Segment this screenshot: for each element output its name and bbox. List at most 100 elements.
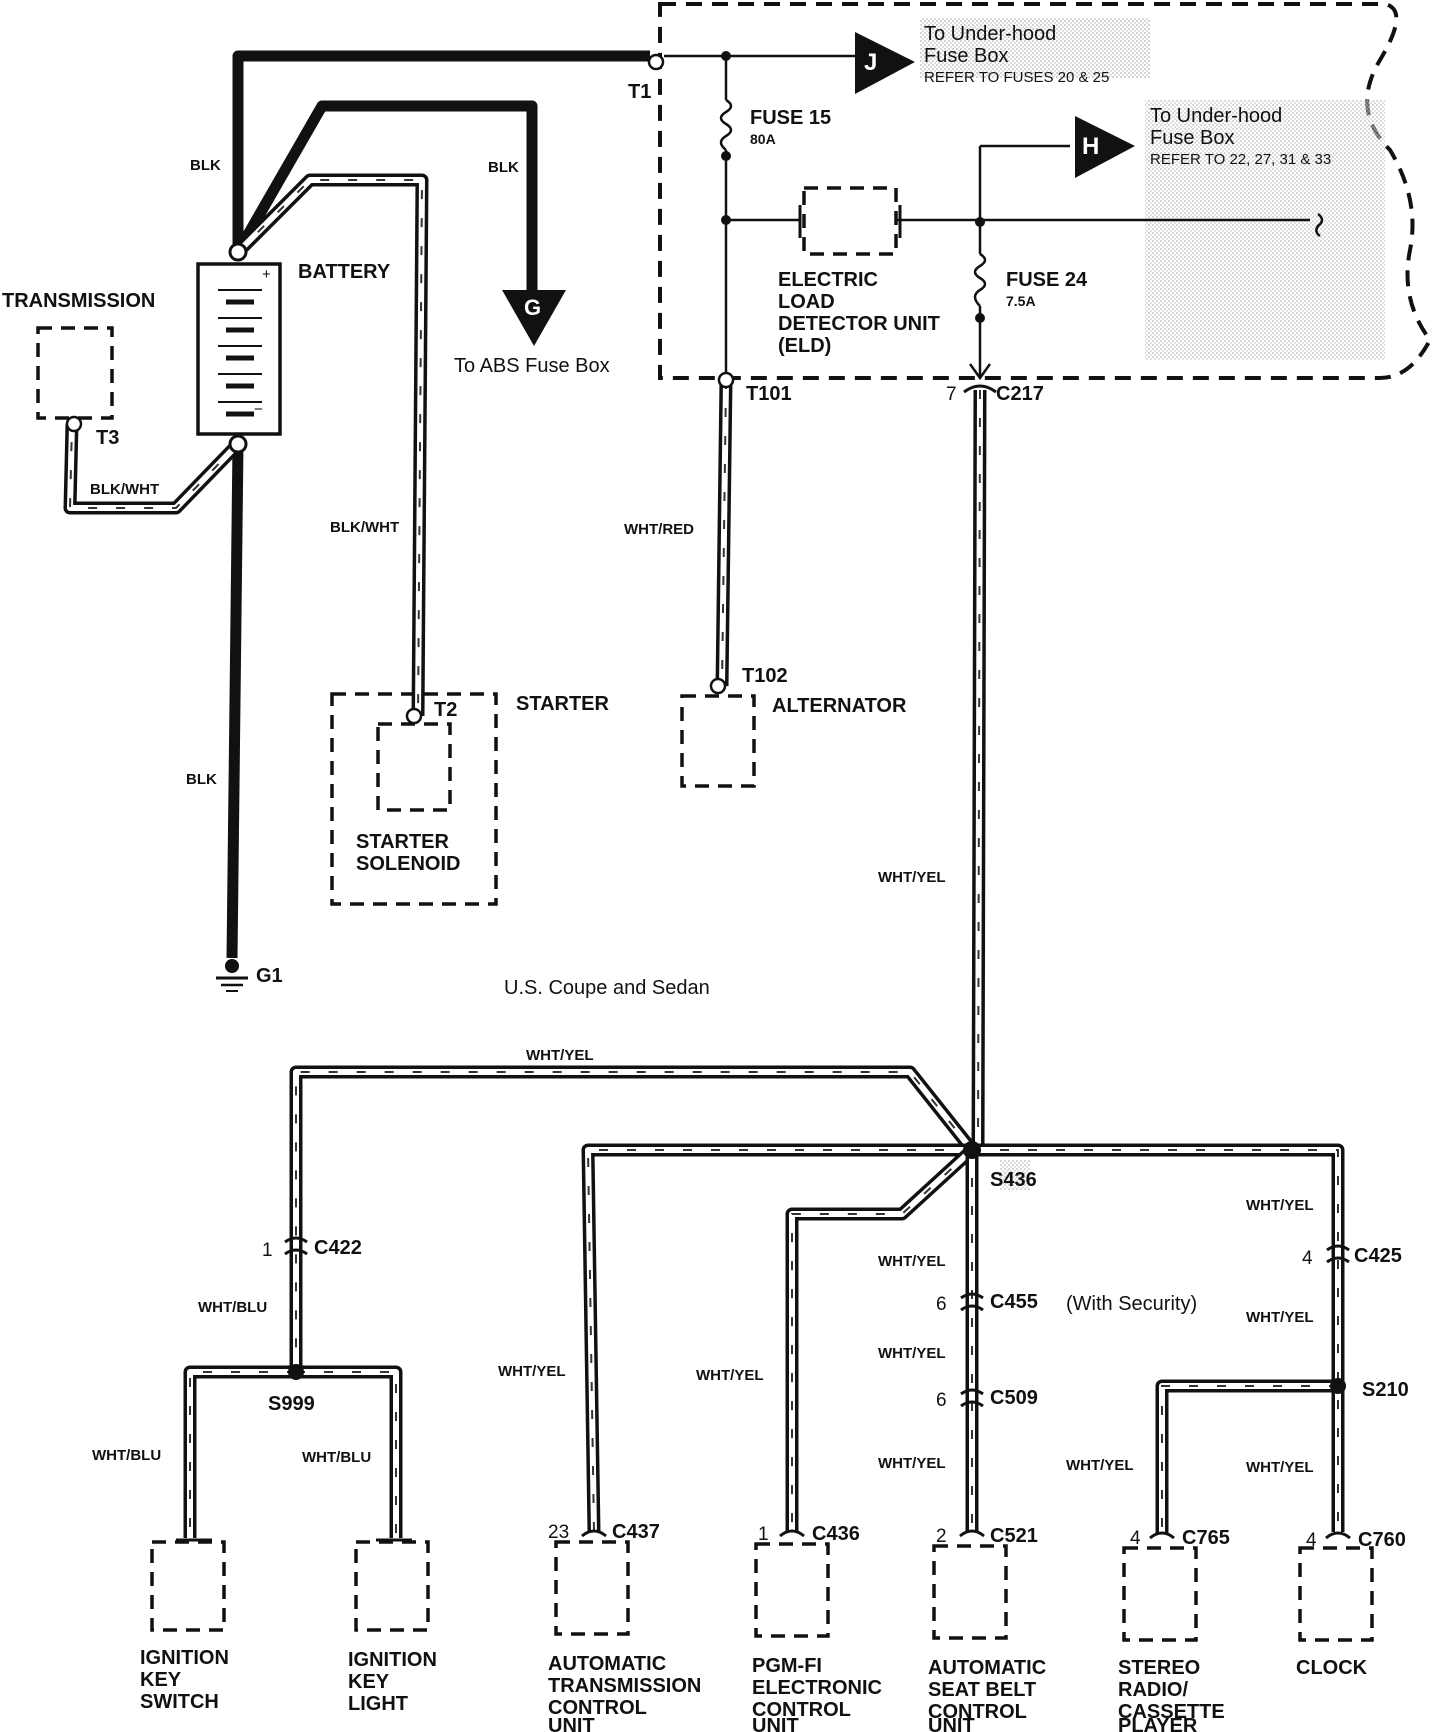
c760-label: C760 (1358, 1529, 1406, 1551)
pgmfi-label-1: PGM-FI (752, 1655, 822, 1677)
clock-label: CLOCK (1296, 1657, 1368, 1679)
t101-label: T101 (746, 383, 792, 405)
blk-wires (226, 50, 650, 959)
eld-label-2: LOAD (778, 291, 835, 313)
seatbelt-box (932, 1544, 1008, 1640)
transmission-box (36, 326, 114, 420)
ref-j-line3: REFER TO FUSES 20 & 25 (924, 69, 1109, 86)
striped-wire (289, 1065, 978, 1372)
battery-positive-terminal (228, 242, 248, 262)
ref-h-line2: Fuse Box (1150, 127, 1234, 149)
striped-wire (721, 379, 727, 687)
ref-j-line1: To Under-hood (924, 23, 1056, 45)
wire-label: BLK (488, 159, 519, 176)
striped-wire (189, 1371, 296, 1538)
atcu-label-2: TRANSMISSION (548, 1675, 701, 1697)
striped-wire (295, 1071, 973, 1372)
striped-wire (237, 179, 424, 717)
wire-label: WHT/YEL (878, 1345, 946, 1362)
fuse15-symbol (719, 98, 733, 151)
c437-label: C437 (612, 1521, 660, 1543)
inline-connectors (284, 1236, 1350, 1408)
eld-box (802, 186, 898, 256)
t1-label: T1 (628, 81, 651, 103)
s999-label: S999 (268, 1393, 315, 1415)
striped-wire (785, 1145, 977, 1532)
wire-label: BLK/WHT (330, 519, 399, 536)
eld-label-1: ELECTRIC (778, 269, 878, 291)
t101-terminal (717, 371, 735, 389)
c455-pin: 6 (936, 1294, 947, 1315)
junction-dot (721, 51, 731, 61)
atcu-label-1: AUTOMATIC (548, 1653, 666, 1675)
pgmfi-box (754, 1542, 830, 1638)
t3-terminal (65, 415, 83, 433)
c425-label: C425 (1354, 1245, 1402, 1267)
alternator-box (680, 694, 756, 788)
striped-wire (296, 1371, 397, 1538)
c436-pin: 1 (758, 1524, 769, 1545)
ignition-key-light-label-3: LIGHT (348, 1693, 408, 1715)
pgmfi-label-2: ELECTRONIC (752, 1677, 882, 1699)
stereo-box (1122, 1546, 1198, 1642)
c437-pin: 23 (548, 1522, 569, 1543)
striped-wire (972, 1149, 1339, 1532)
wire-label: WHT/YEL (878, 1455, 946, 1472)
svg-text:−: − (254, 401, 263, 418)
starter-solenoid-label-1: STARTER (356, 831, 450, 853)
fuse15-rating: 80A (750, 131, 776, 147)
ignition-key-switch-label-1: IGNITION (140, 1647, 229, 1669)
wire-label: WHT/YEL (1066, 1457, 1134, 1474)
s436-splice (963, 1141, 981, 1159)
striped-wire (789, 1147, 975, 1532)
ref-h-shading (1145, 100, 1385, 360)
g1-label: G1 (256, 965, 283, 987)
starter-solenoid-label-2: SOLENOID (356, 853, 460, 875)
ref-g-letter: G (524, 295, 541, 320)
striped-wire (791, 1149, 973, 1532)
ref-h-letter: H (1082, 133, 1099, 160)
seatbelt-label-3: CONTROL (928, 1701, 1027, 1723)
ignition-key-switch-label-3: SWITCH (140, 1691, 219, 1713)
c217-label: C217 (996, 383, 1044, 405)
wire-label: WHT/BLU (92, 1447, 161, 1464)
seatbelt-label-1: AUTOMATIC (928, 1657, 1046, 1679)
pgmfi-label-4: UNIT (752, 1715, 799, 1732)
seatbelt-label-2: SEAT BELT (928, 1679, 1036, 1701)
t2-label: T2 (434, 699, 457, 721)
wire-label: WHT/RED (624, 521, 694, 538)
wire-label: WHT/YEL (878, 1253, 946, 1270)
unit-connectors (176, 1529, 1351, 1542)
ref-g-arrow: G (502, 290, 566, 346)
s210-splice (1330, 1378, 1346, 1394)
wire-label: WHT/YEL (1246, 1197, 1314, 1214)
t2-terminal (405, 707, 423, 725)
fuse15-label: FUSE 15 (750, 107, 831, 129)
stereo-label-1: STEREO (1118, 1657, 1200, 1679)
c217-connector (963, 384, 997, 394)
striped-wire (293, 1069, 975, 1372)
ignition-key-switch-box (150, 1540, 226, 1632)
ignition-key-light-label-1: IGNITION (348, 1649, 437, 1671)
stereo-label-4: PLAYER (1118, 1715, 1198, 1732)
ref-h-arrow: H (1075, 116, 1135, 178)
alternator-label: ALTERNATOR (772, 695, 907, 717)
t102-label: T102 (742, 665, 788, 687)
s999-splice (288, 1364, 304, 1380)
starter-solenoid-box (376, 722, 452, 812)
striped-wire (1161, 1385, 1338, 1534)
c217-pin: 7 (946, 384, 957, 405)
c422-pin: 1 (262, 1240, 273, 1261)
c765-label: C765 (1182, 1527, 1230, 1549)
wire-label: WHT/YEL (498, 1363, 566, 1380)
eld-label-4: (ELD) (778, 335, 831, 357)
junction-dot (975, 217, 985, 227)
ref-h-line3: REFER TO 22, 27, 31 & 33 (1150, 151, 1331, 168)
eld-label-3: DETECTOR UNIT (778, 313, 940, 335)
ignition-key-light-box (354, 1540, 430, 1632)
c521-pin: 2 (936, 1526, 947, 1547)
junction-dot (721, 215, 731, 225)
atcu-label-3: CONTROL (548, 1697, 647, 1719)
c455-note: (With Security) (1066, 1293, 1197, 1315)
striped-wire (975, 389, 983, 1151)
